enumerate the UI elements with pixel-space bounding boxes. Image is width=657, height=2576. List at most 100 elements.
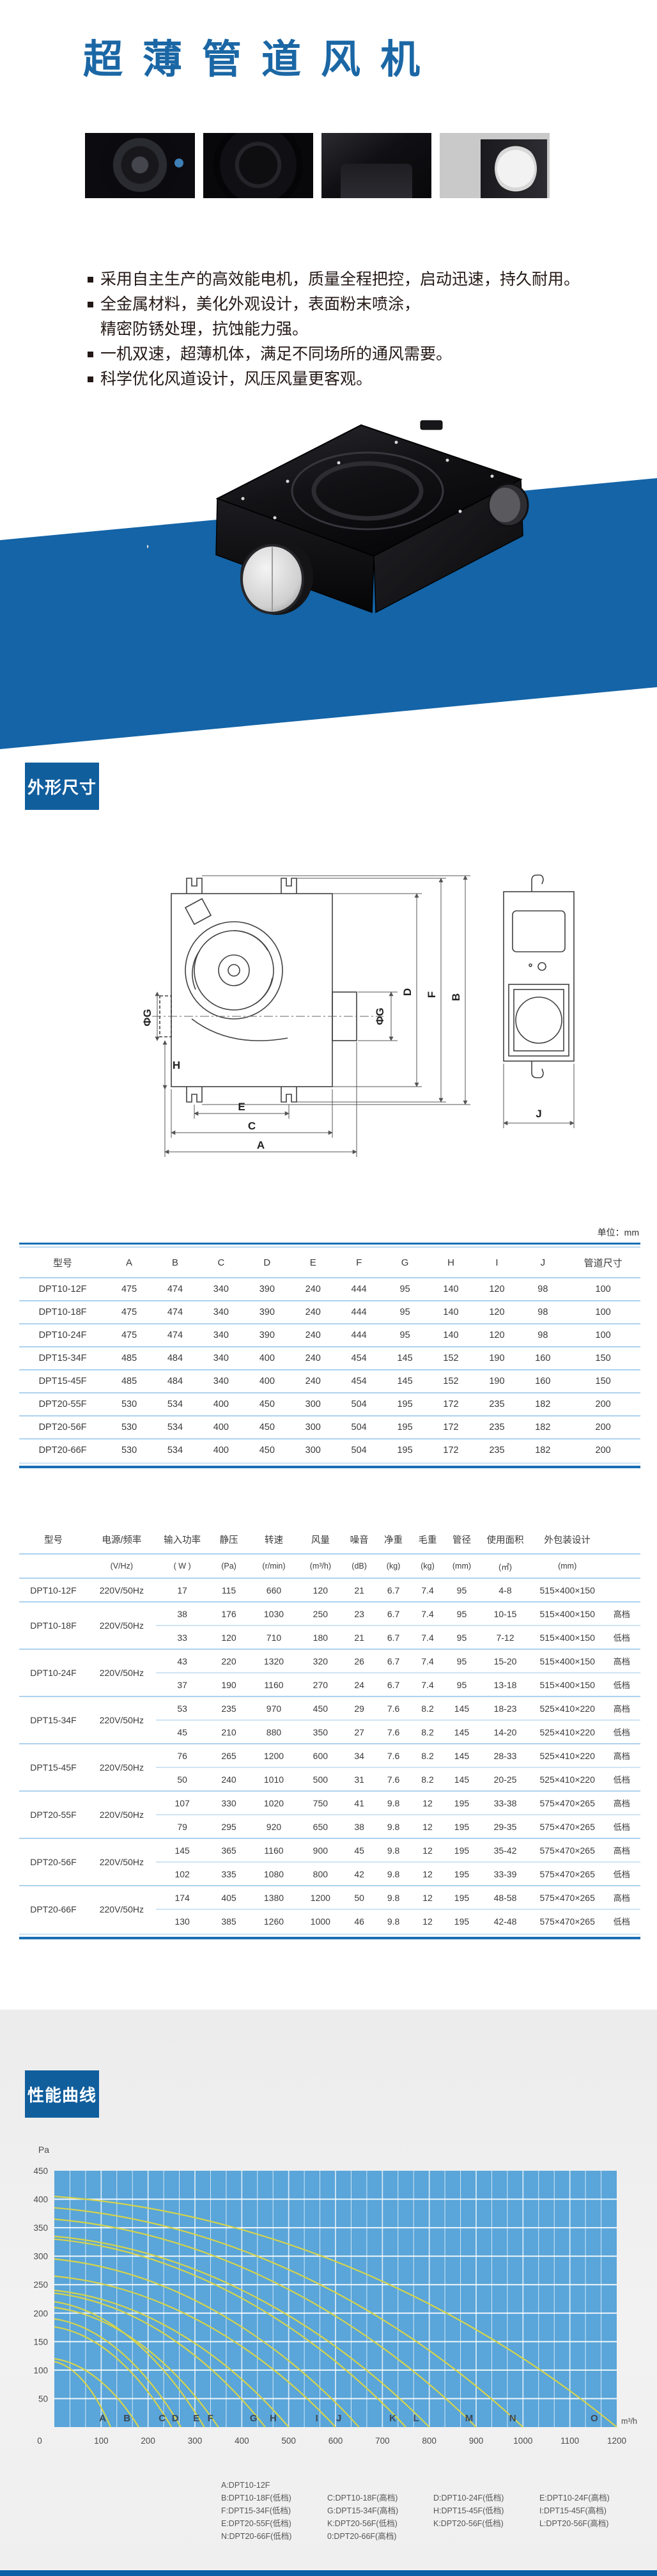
x-axis-unit-label: m³/h <box>621 2417 637 2426</box>
dim-value-cell: 530 <box>121 1445 137 1455</box>
spec-value-cell: 750 <box>313 1797 328 1808</box>
dim-value-cell: 160 <box>520 1347 566 1370</box>
spec-value-cell: 95 <box>456 1656 467 1666</box>
y-tick-label: 400 <box>33 2195 48 2205</box>
dim-value-cell: 530 <box>106 1416 152 1439</box>
dim-value-cell: 95 <box>382 1324 428 1347</box>
dim-value-cell: 100 <box>566 1278 640 1301</box>
spec-value-cell: 107 <box>174 1797 190 1808</box>
spec-value-cell: 130 <box>155 1909 209 1932</box>
grade-cell: 低档 <box>603 1719 640 1744</box>
dim-value-cell: 145 <box>382 1347 428 1370</box>
spec-value-cell: 43 <box>177 1656 187 1666</box>
spec-value-cell: 12 <box>410 1909 445 1932</box>
spec-value-cell: 195 <box>444 1861 479 1886</box>
spec-table-grid: 型号电源/频率输入功率静压转速风量噪音净重毛重管径使用面积外包装设计(V/Hz)… <box>19 1525 640 1932</box>
dim-label-E: E <box>238 1101 245 1113</box>
curve-A <box>54 2361 112 2428</box>
dim-value-cell: 152 <box>428 1347 474 1370</box>
dim-col-header: H <box>428 1248 474 1278</box>
side-dimension <box>503 1064 575 1128</box>
spec-value-cell: 7.4 <box>410 1625 445 1649</box>
spec-value-cell: 7.6 <box>376 1719 411 1744</box>
spec-value-cell: 35-42 <box>493 1845 517 1856</box>
legend-row-4: E:DPT20-55F(低档)K:DPT20-56F(低档)K:DPT20-56… <box>221 2517 645 2530</box>
x-tick-label: 700 <box>375 2436 390 2446</box>
dim-value-cell: 450 <box>259 1445 275 1455</box>
spec-value-cell: 7.4 <box>421 1656 434 1666</box>
grade-cell: 高档 <box>613 1704 630 1714</box>
power-cell: 220V/50Hz <box>99 1715 144 1725</box>
spec-value-cell: 9.8 <box>376 1909 411 1932</box>
spec-value-cell: 180 <box>298 1625 343 1649</box>
spec-col-header <box>603 1525 640 1554</box>
spec-value-cell: 18-23 <box>493 1703 517 1714</box>
dim-value-cell: 530 <box>106 1393 152 1416</box>
dim-label-D: D <box>401 988 414 996</box>
table-end-rule <box>19 1466 640 1468</box>
spec-value-cell: 1320 <box>263 1656 284 1666</box>
feature-text: 精密防锈处理，抗蚀能力强。 <box>100 320 309 338</box>
grade-cell: 高档 <box>613 1610 630 1619</box>
spec-value-cell: 265 <box>221 1750 236 1761</box>
feature-text: 一机双速，超薄机体，满足不同场所的通风需要。 <box>100 345 452 363</box>
dim-value-cell: 195 <box>382 1416 428 1439</box>
dim-value-cell: 195 <box>397 1445 413 1455</box>
dim-value-cell: 485 <box>106 1370 152 1393</box>
x-tick-label: 1200 <box>607 2436 626 2446</box>
dim-label-H: H <box>173 1059 180 1071</box>
spec-col-header: 管径 <box>452 1535 471 1546</box>
dim-value-cell: 140 <box>428 1278 474 1301</box>
grade-cell: 高档 <box>613 1751 630 1761</box>
screw-dots <box>147 440 494 548</box>
legend-item: D:DPT10-24F(低档) <box>433 2494 504 2502</box>
housing-graphic <box>341 164 412 198</box>
spec-value-cell: 525×410×220 <box>531 1719 603 1744</box>
spec-col-header: 毛重 <box>418 1535 437 1546</box>
spec-value-cell: 12 <box>422 1845 433 1856</box>
dim-value-cell: 160 <box>520 1370 566 1393</box>
dim-value-cell: 240 <box>290 1324 336 1347</box>
power-cell: 220V/50Hz <box>99 1762 144 1773</box>
spec-value-cell: 525×410×220 <box>539 1703 595 1714</box>
spec-col-header: 噪音 <box>350 1535 369 1546</box>
spec-value-cell: 1000 <box>298 1909 343 1932</box>
dim-value-cell: 340 <box>197 1278 244 1301</box>
spec-value-cell: 1380 <box>263 1892 284 1903</box>
spec-value-cell: 880 <box>249 1719 299 1744</box>
spec-unit-cell <box>603 1553 640 1579</box>
spec-value-cell: 7.4 <box>421 1585 434 1595</box>
spec-value-cell: 29-35 <box>479 1814 532 1838</box>
curve-letter-A: A <box>99 2413 106 2424</box>
curve-letter-D: D <box>172 2413 179 2424</box>
spec-value-cell: 13-18 <box>479 1672 532 1696</box>
spec-value-cell: 8.2 <box>421 1750 434 1761</box>
spec-value-cell: 500 <box>298 1767 343 1791</box>
x-tick-label: 500 <box>281 2436 296 2446</box>
x-tick-label: 800 <box>422 2436 437 2446</box>
bullet-square-icon <box>88 376 93 382</box>
feature-text: 全金属材料，美化外观设计，表面粉末喷涂， <box>100 295 421 313</box>
dim-value-cell: 444 <box>336 1324 382 1347</box>
spec-value-cell: 120 <box>208 1625 249 1649</box>
legend-item: K:DPT20-56F(低档) <box>327 2519 398 2528</box>
spec-value-cell: 1200 <box>263 1750 284 1761</box>
spec-unit-cell: (mm) <box>531 1553 603 1579</box>
spec-value-cell: 12 <box>422 1797 433 1808</box>
spec-value-cell: 1160 <box>264 1845 284 1856</box>
dim-col-header: E <box>290 1248 336 1278</box>
spec-value-cell: 7.4 <box>410 1672 445 1696</box>
model-cell: DPT20-56F <box>30 1857 77 1867</box>
curve-letter-L: L <box>414 2413 419 2424</box>
dimension-drawing: E C A ΦG D F B ΦG H J <box>141 874 575 1157</box>
curve-J <box>54 2258 360 2428</box>
spec-unit-cell: (dB) <box>342 1553 376 1579</box>
